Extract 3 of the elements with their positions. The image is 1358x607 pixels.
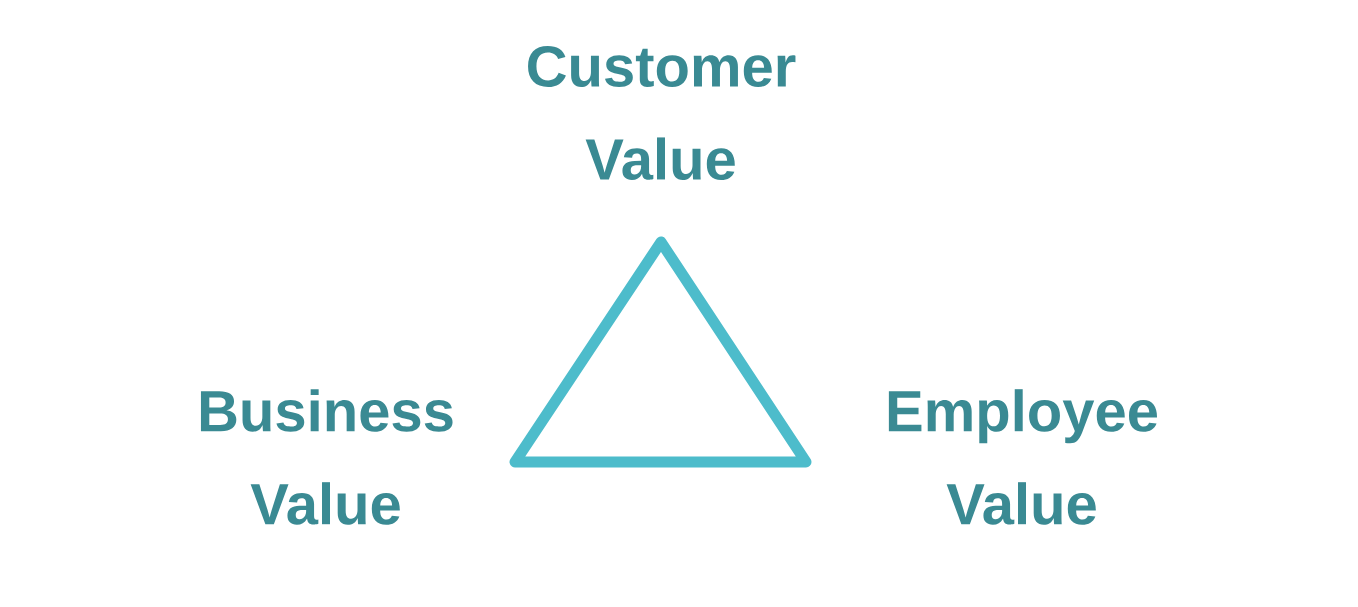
value-label: Business Value: [200, 389, 453, 525]
value-label: Customer Value: [528, 45, 796, 180]
value-label: Employee Value: [888, 389, 1157, 525]
